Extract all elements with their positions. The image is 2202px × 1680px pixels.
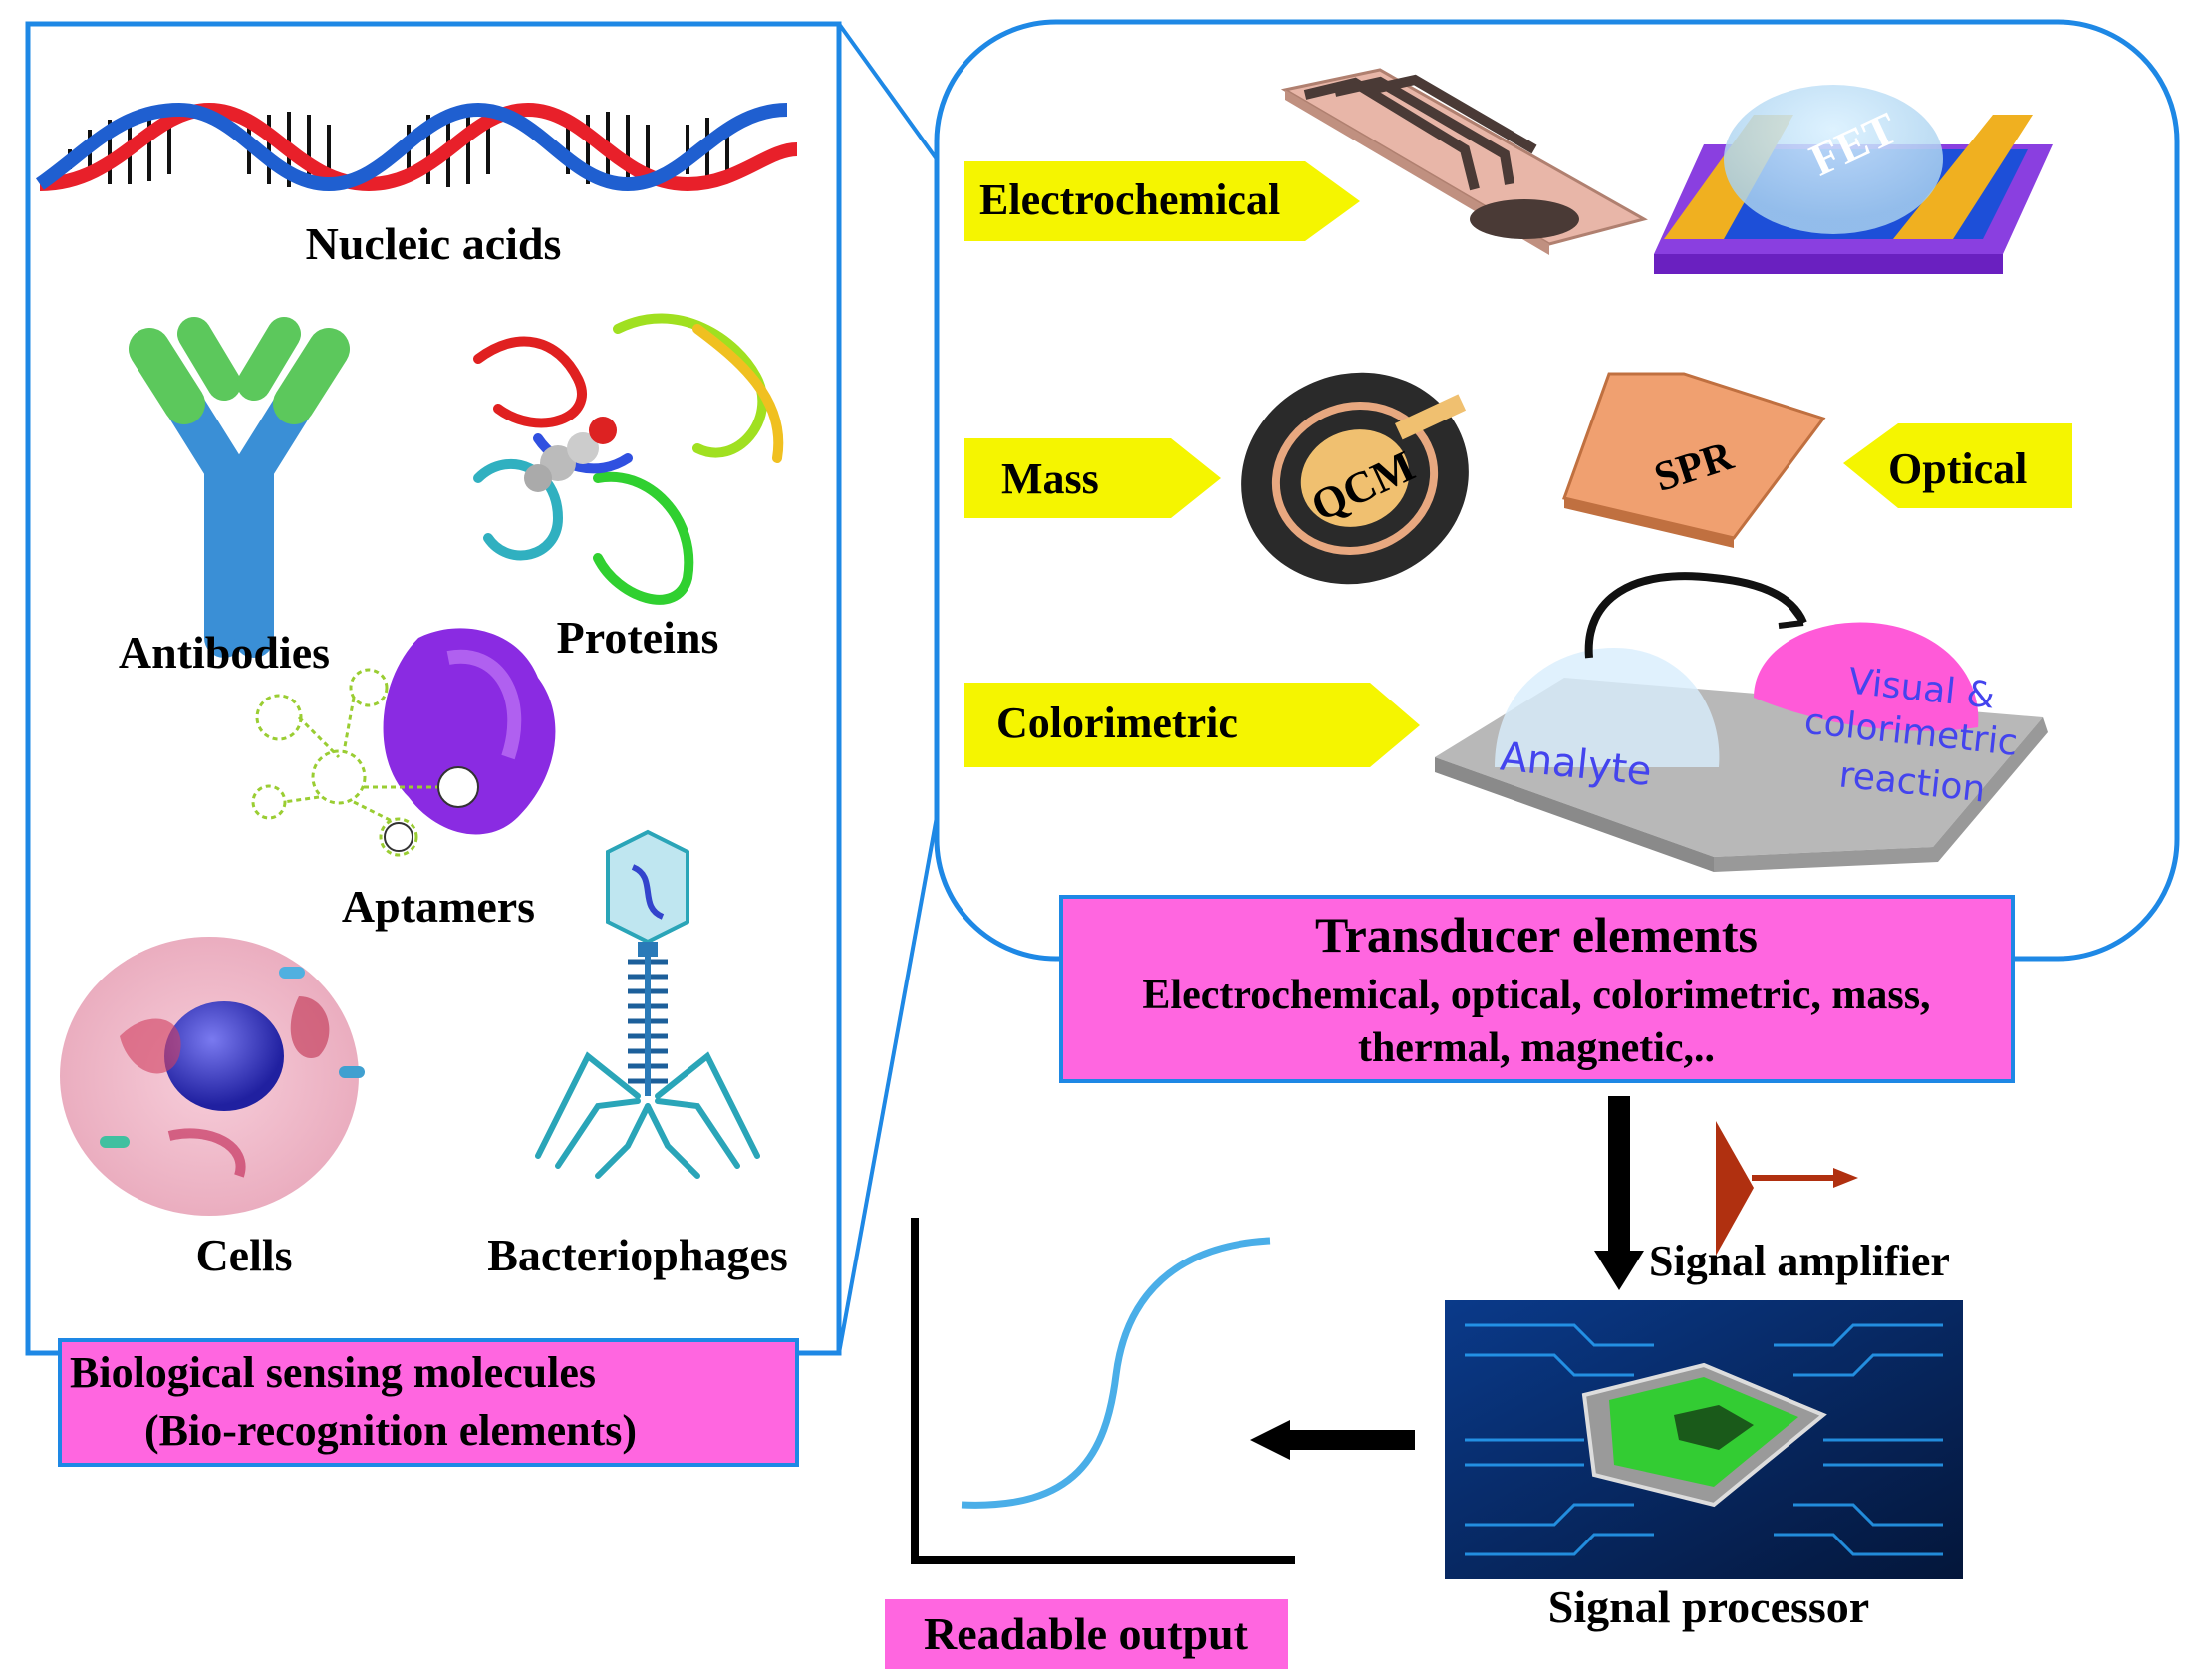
optical-tag [1843,423,2072,508]
fet-icon: FET [1654,85,2053,274]
response-curve [961,1237,1271,1509]
bio-title-box [58,1338,799,1467]
transducer-title: Transducer elements [1315,907,1758,963]
down-arrow [1594,1096,1644,1290]
electrochemical-tag [964,161,1360,241]
cell-icon [60,937,365,1216]
connector-top [837,22,939,161]
connector-bottom [837,816,939,1354]
aptamers-label: Aptamers [342,881,535,932]
readable-output-box [885,1599,1288,1669]
readable-output-label: Readable output [924,1608,1249,1659]
bio-title-line1: Biological sensing molecules [70,1348,596,1397]
nucleic-acids-label: Nucleic acids [306,218,562,269]
transducer-title-box [1059,895,2015,1083]
mass-label: Mass [1001,454,1099,503]
antibody-icon [129,317,350,658]
electrochemical-label: Electrochemical [979,175,1280,224]
cells-label: Cells [195,1230,292,1280]
bio-title-line2: (Bio-recognition elements) [144,1406,637,1455]
antibodies-label: Antibodies [119,627,330,678]
dna-icon [35,102,798,192]
optical-label: Optical [1888,444,2027,493]
qcm-icon: QCM [1241,372,1469,585]
signal-processor-label: Signal processor [1548,1581,1869,1632]
spr-chip-icon: SPR [1562,372,1826,548]
bacteriophage-icon [535,829,760,1179]
transducer-subtitle-line2: thermal, magnetic,.. [1358,1025,1715,1071]
left-arrow [1250,1420,1415,1460]
proteins-label: Proteins [557,612,719,663]
aptamer-icon [251,628,556,857]
colorimetric-plate-icon: Analyte Visual & colorimetric reaction [1435,572,2048,872]
amplifier-icon [1716,1121,1858,1256]
processor-chip-icon [1445,1300,1963,1579]
transducer-subtitle-line1: Electrochemical, optical, colorimetric, … [1142,973,1930,1018]
electrode-strip-icon [1280,68,1648,255]
output-graph [911,1218,1295,1564]
signal-amplifier-label: Signal amplifier [1649,1237,1950,1285]
mass-tag [964,438,1221,518]
bacteriophages-label: Bacteriophages [487,1230,788,1280]
colorimetric-tag [964,683,1420,767]
protein-icon [473,313,784,605]
colorimetric-label: Colorimetric [996,699,1238,747]
